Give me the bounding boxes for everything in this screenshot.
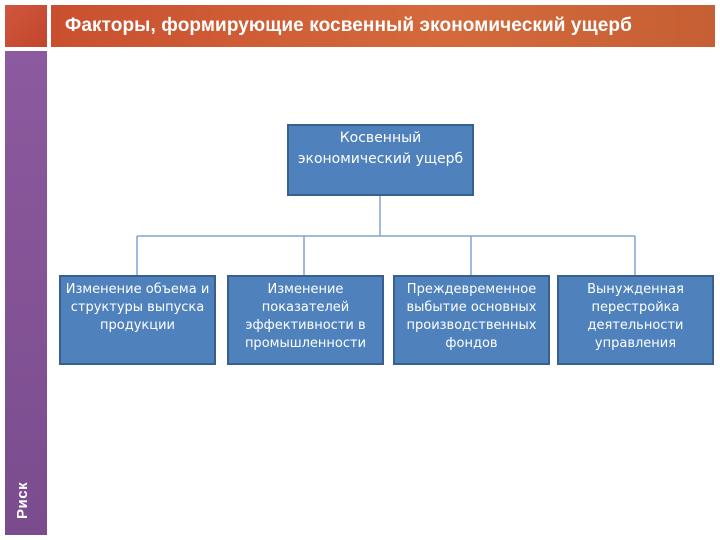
root-node: Косвенный экономический ущерб xyxy=(287,124,474,196)
child-node-3: Преждевременное выбытие основных произво… xyxy=(393,275,550,365)
header-accent-square xyxy=(5,5,47,47)
child-node-1: Изменение объема и структуры выпуска про… xyxy=(59,275,216,365)
child-node-2-label: Изменение показателей эффективности в пр… xyxy=(244,282,367,351)
child-node-3-label: Преждевременное выбытие основных произво… xyxy=(406,282,537,351)
title-bar: Факторы, формирующие косвенный экономиче… xyxy=(51,5,715,47)
child-node-1-label: Изменение объема и структуры выпуска про… xyxy=(65,282,210,333)
side-bar: Риск xyxy=(5,51,47,535)
root-node-label: Косвенный экономический ущерб xyxy=(297,130,464,167)
child-node-2: Изменение показателей эффективности в пр… xyxy=(227,275,384,365)
page-title: Факторы, формирующие косвенный экономиче… xyxy=(65,15,632,36)
child-node-4-label: Вынужденная перестройка деятельности упр… xyxy=(587,282,684,351)
child-node-4: Вынужденная перестройка деятельности упр… xyxy=(557,275,714,365)
